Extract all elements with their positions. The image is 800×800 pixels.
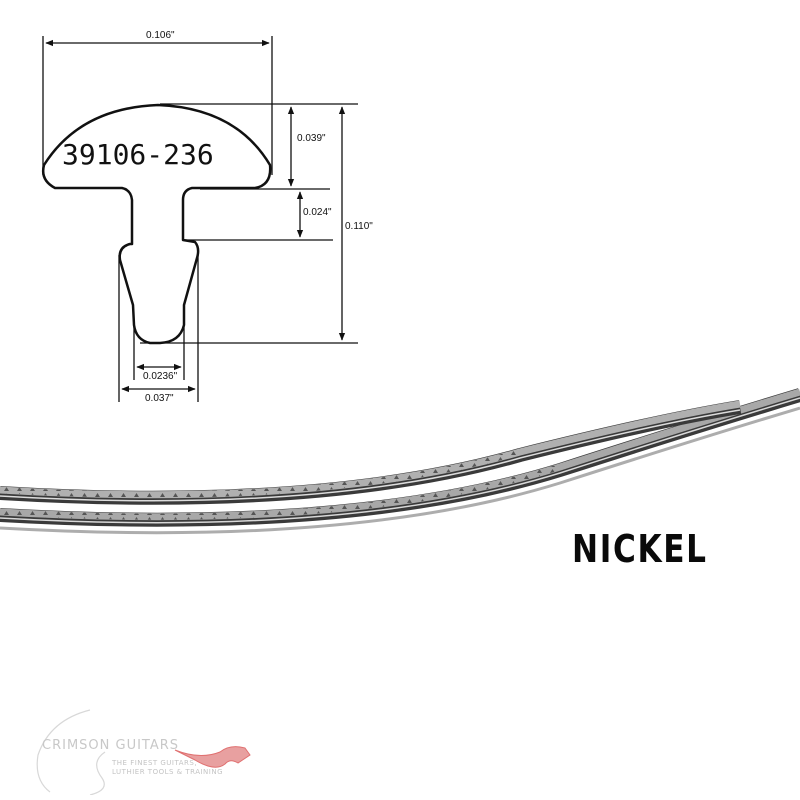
brand-logo: CRIMSON GUITARS THE FINEST GUITARS, LUTH…: [30, 700, 270, 795]
overall-height-label: 0.110": [345, 221, 373, 232]
crown-width-label: 0.106": [146, 30, 175, 41]
crown-height-label: 0.039": [297, 133, 326, 144]
tang-upper-label: 0.024": [303, 207, 332, 218]
part-number-label: 39106-236: [62, 138, 214, 171]
logo-brand-name: CRIMSON GUITARS: [42, 738, 180, 753]
guitar-outline-icon: [36, 709, 251, 795]
fret-profile-outline: [41, 103, 272, 345]
logo-tagline-1: THE FINEST GUITARS,: [112, 759, 198, 767]
dimension-crown-width: [42, 36, 273, 175]
logo-tagline-2: LUTHIER TOOLS & TRAINING: [112, 768, 224, 776]
barb-width-label: 0.037": [145, 393, 174, 404]
crimson-swoosh-icon: [174, 746, 251, 768]
material-label: NICKEL: [572, 527, 708, 571]
tang-width-label: 0.0236": [143, 371, 178, 382]
